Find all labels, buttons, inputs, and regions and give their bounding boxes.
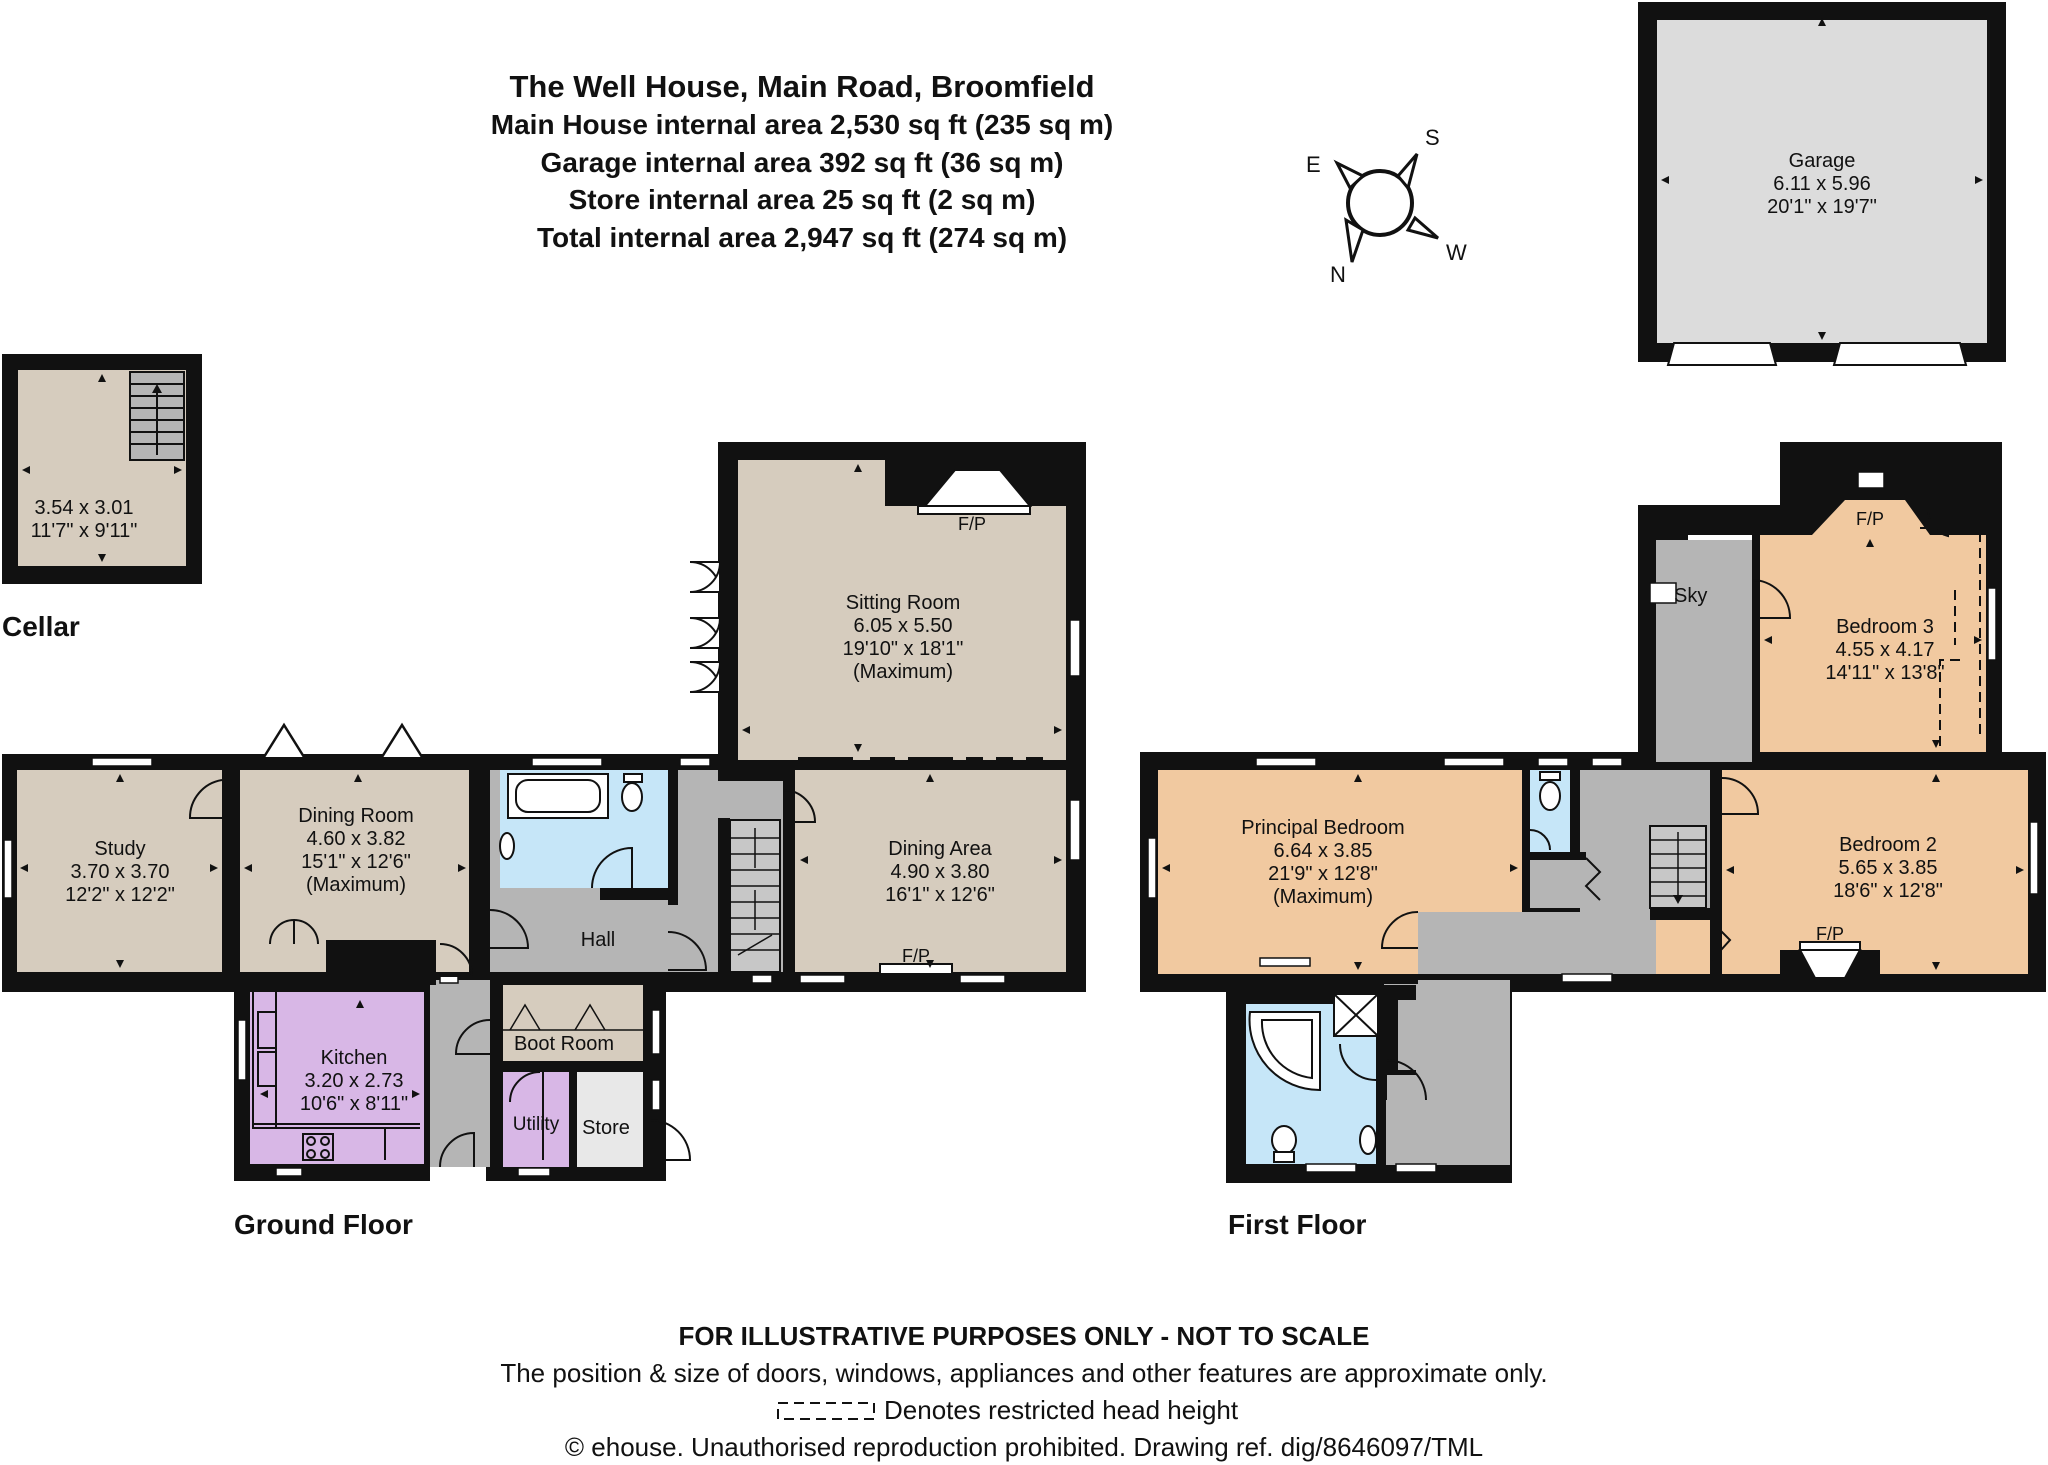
utility-label: Utility (513, 1114, 560, 1135)
cellar-imperial: 11'7" x 9'11" (31, 520, 138, 542)
sitting-room-label: Sitting Room (846, 592, 961, 614)
principal-bedroom-maximum: (Maximum) (1273, 886, 1373, 908)
dining-room-metric: 4.60 x 3.82 (307, 828, 406, 850)
sitting-room-fp-label: F/P (958, 514, 986, 534)
dining-room-label: Dining Room (298, 805, 414, 827)
compass-label-e: E (1306, 152, 1321, 177)
header-line-garage-area: Garage internal area 392 sq ft (36 sq m) (541, 147, 1064, 178)
kitchen-label: Kitchen (321, 1047, 388, 1069)
bedroom-3-label: Bedroom 3 (1836, 616, 1934, 638)
garage-plan: Garage 6.11 x 5.96 20'1" x 19'7" (1638, 2, 2006, 366)
skylight-label: Sky (1674, 585, 1707, 607)
garage-metric: 6.11 x 5.96 (1773, 173, 1870, 195)
garage-imperial: 20'1" x 19'7" (1767, 196, 1877, 218)
footer-disclaimer-title: FOR ILLUSTRATIVE PURPOSES ONLY - NOT TO … (679, 1321, 1370, 1351)
ground-staircase (729, 819, 781, 973)
garage-label: Garage (1789, 150, 1856, 172)
study-metric: 3.70 x 3.70 (71, 861, 170, 883)
header-line-total-area: Total internal area 2,947 sq ft (274 sq … (537, 222, 1067, 253)
bedroom-3-imperial: 14'11" x 13'8" (1825, 662, 1944, 684)
dining-area-label: Dining Area (888, 838, 992, 860)
bedroom-2-fireplace (1780, 941, 1880, 980)
sitting-room-imperial: 19'10" x 18'1" (843, 638, 964, 660)
boot-room-label: Boot Room (514, 1033, 614, 1055)
first-floor-plan: Principal Bedroom 6.64 x 3.85 21'9" x 12… (1140, 442, 2046, 1183)
sitting-room-metric: 6.05 x 5.50 (854, 615, 953, 637)
first-staircase (1649, 825, 1707, 909)
sitting-room-fireplace (885, 460, 1066, 515)
dining-room-maximum: (Maximum) (306, 874, 406, 896)
kitchen-imperial: 10'6" x 8'11" (300, 1093, 408, 1115)
principal-bedroom-label: Principal Bedroom (1241, 817, 1404, 839)
restricted-head-height-lines (1920, 527, 1981, 750)
bedroom-2-imperial: 18'6" x 12'8" (1833, 880, 1943, 902)
sitting-room-maximum: (Maximum) (853, 661, 953, 683)
kitchen-metric: 3.20 x 2.73 (305, 1070, 404, 1092)
bedroom-2-fp-label: F/P (1816, 924, 1844, 944)
principal-bedroom-metric: 6.64 x 3.85 (1274, 840, 1373, 862)
footer-copyright: © ehouse. Unauthorised reproduction proh… (565, 1432, 1483, 1462)
compass-label-n: N (1330, 262, 1346, 287)
dining-area-fp-label: F/P (902, 946, 930, 966)
header-line-address: The Well House, Main Road, Broomfield (509, 69, 1094, 104)
bedroom-3-metric: 4.55 x 4.17 (1836, 639, 1935, 661)
compass-label-s: S (1425, 125, 1440, 150)
bedroom-2-label: Bedroom 2 (1839, 834, 1937, 856)
dining-area-imperial: 16'1" x 12'6" (885, 884, 995, 906)
ground-floor-plan: Sitting Room 6.05 x 5.50 19'10" x 18'1" … (2, 442, 1086, 1181)
study-label: Study (94, 838, 145, 860)
header-line-store-area: Store internal area 25 sq ft (2 sq m) (569, 184, 1036, 215)
compass-label-w: W (1446, 240, 1467, 265)
cellar-metric: 3.54 x 3.01 (35, 497, 134, 519)
header: The Well House, Main Road, Broomfield Ma… (491, 69, 1113, 253)
store-label: Store (582, 1117, 630, 1139)
dining-area-metric: 4.90 x 3.80 (891, 861, 990, 883)
cellar-title: Cellar (2, 611, 80, 642)
principal-bedroom-imperial: 21'9" x 12'8" (1268, 863, 1378, 885)
footer-disclaimer-text: The position & size of doors, windows, a… (500, 1358, 1547, 1388)
dining-room-imperial: 15'1" x 12'6" (301, 851, 411, 873)
footer-restricted-key: Denotes restricted head height (884, 1395, 1239, 1425)
hall-label: Hall (581, 929, 615, 951)
footer: FOR ILLUSTRATIVE PURPOSES ONLY - NOT TO … (500, 1321, 1547, 1462)
cellar-plan: 3.54 x 3.01 11'7" x 9'11" (2, 354, 202, 584)
compass-icon: S E W N (1306, 125, 1467, 287)
ground-floor-title: Ground Floor (234, 1209, 413, 1240)
bedroom-3-fireplace (1857, 471, 1885, 489)
bedroom-2-metric: 5.65 x 3.85 (1839, 857, 1938, 879)
restricted-head-height-key-icon (777, 1402, 875, 1420)
study-imperial: 12'2" x 12'2" (65, 884, 175, 906)
first-floor-title: First Floor (1228, 1209, 1367, 1240)
header-line-main-house-area: Main House internal area 2,530 sq ft (23… (491, 109, 1113, 140)
bedroom-3-fp-label: F/P (1856, 509, 1884, 529)
